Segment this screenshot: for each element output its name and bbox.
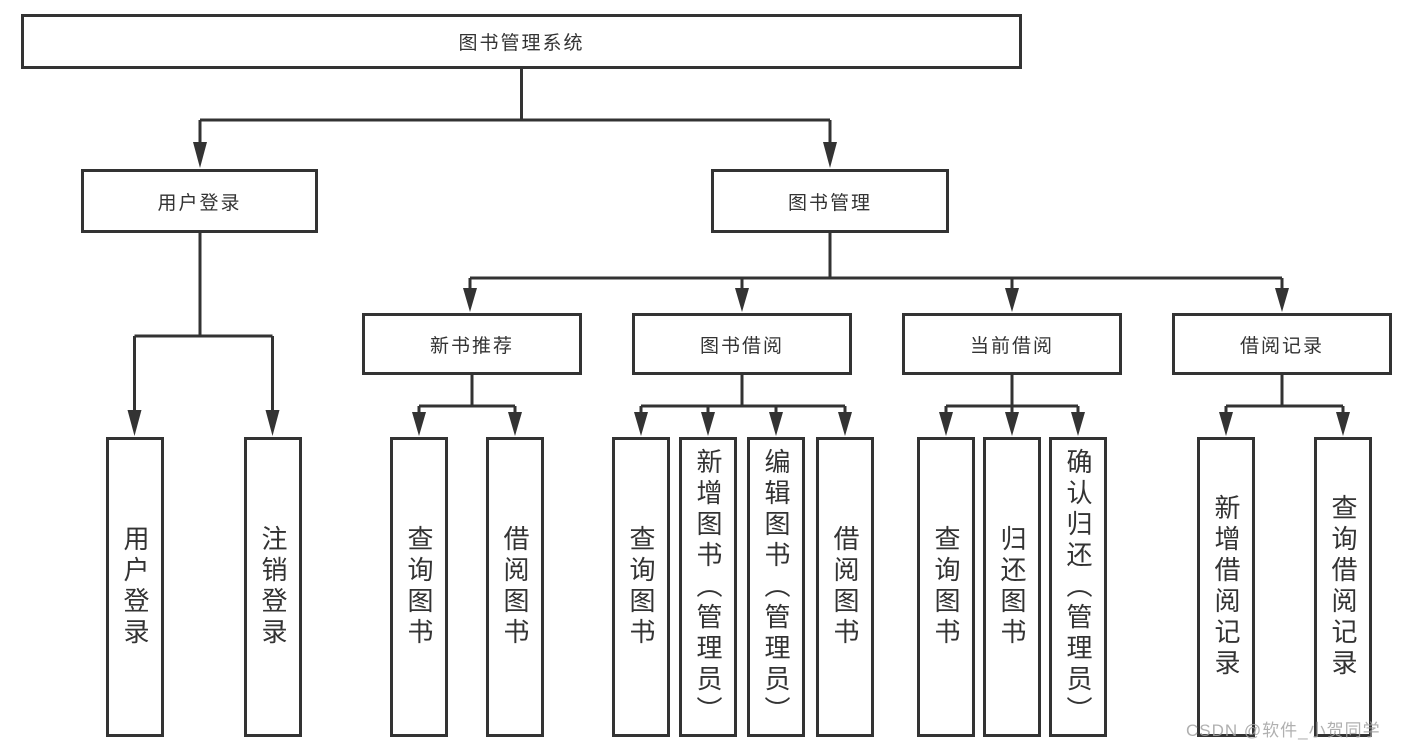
csdn-watermark: CSDN @软件_小贺同学 [1186,721,1381,740]
node-label: 借阅记录 [1239,335,1324,357]
connector-user-login-branch [127,233,280,436]
node-label: 图书借阅 [699,335,784,357]
node-current-borrowing: 当前借阅 [902,313,1122,375]
node-label: 新增借阅记录 [1211,494,1241,680]
node-label: 用户登录 [157,192,242,214]
node-label: 借阅图书 [500,525,530,649]
leaf-logout: 注销登录 [244,437,302,737]
connector-new-book-branch [412,375,522,436]
node-label: 查询图书 [404,525,434,649]
node-label: 借阅图书 [830,525,860,649]
node-label: 查询图书 [931,525,961,649]
node-label: 查询图书 [626,525,656,649]
node-new-book-recommend: 新书推荐 [362,313,582,375]
node-book-borrowing: 图书借阅 [632,313,852,375]
node-label: 新增图书（管理员） [693,447,723,727]
node-label: 新书推荐 [429,335,514,357]
node-borrowing-records: 借阅记录 [1172,313,1392,375]
leaf-confirm-return-admin: 确认归还（管理员） [1049,437,1107,737]
node-label: 归还图书 [997,525,1027,649]
leaf-query-books-2: 查询图书 [612,437,670,737]
connector-borrow-record-branch [1219,375,1350,436]
leaf-query-books-1: 查询图书 [390,437,448,737]
node-root-library-system: 图书管理系统 [21,14,1022,69]
connector-book-borrow-branch [634,375,852,436]
connector-current-borrow-branch [939,375,1085,436]
node-label: 用户登录 [120,525,150,649]
leaf-add-borrow-record: 新增借阅记录 [1197,437,1255,737]
node-label: 确认归还（管理员） [1063,447,1093,727]
node-book-management: 图书管理 [711,169,949,233]
leaf-return-books: 归还图书 [983,437,1041,737]
leaf-add-books-admin: 新增图书（管理员） [679,437,737,737]
node-label: 编辑图书（管理员） [761,447,791,727]
leaf-query-books-3: 查询图书 [917,437,975,737]
node-label: 当前借阅 [969,335,1054,357]
leaf-borrow-books-1: 借阅图书 [486,437,544,737]
node-label: 图书管理系统 [458,33,585,54]
leaf-query-borrow-record: 查询借阅记录 [1314,437,1372,737]
node-label: 注销登录 [258,525,288,649]
leaf-edit-books-admin: 编辑图书（管理员） [747,437,805,737]
node-user-login: 用户登录 [81,169,318,233]
node-label: 图书管理 [787,192,872,214]
connector-root-to-level2 [193,69,837,168]
connector-book-mgmt-branch [463,233,1289,312]
leaf-user-login: 用户登录 [106,437,164,737]
leaf-borrow-books-2: 借阅图书 [816,437,874,737]
node-label: 查询借阅记录 [1328,494,1358,680]
